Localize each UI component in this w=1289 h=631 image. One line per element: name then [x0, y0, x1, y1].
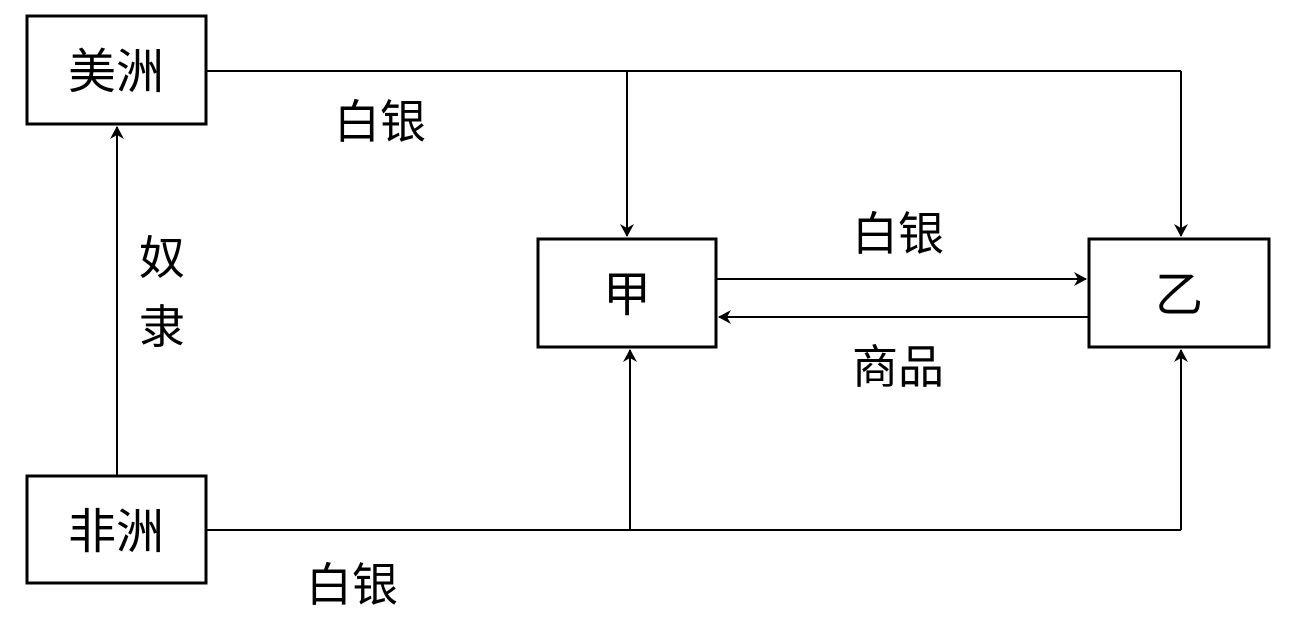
jia-to-yi-label: 白银	[852, 207, 944, 261]
edge-africa-to-americas: 奴 隶	[110, 126, 185, 476]
yi-to-jia-label: 商品	[852, 340, 944, 394]
africa-silver-label: 白银	[306, 558, 398, 612]
node-jia: 甲	[536, 237, 718, 349]
slaves-label-2: 隶	[139, 300, 185, 354]
node-africa-label: 非洲	[68, 504, 164, 560]
slaves-label-1: 奴	[139, 231, 185, 285]
node-yi-label: 乙	[1155, 267, 1203, 323]
edge-jia-yi: 白银 商品	[716, 207, 1089, 394]
node-yi: 乙	[1087, 237, 1271, 349]
node-americas: 美洲	[25, 14, 208, 126]
edge-americas-silver: 白银	[206, 70, 1188, 237]
edge-africa-silver: 白银	[206, 349, 1188, 612]
node-jia-label: 甲	[603, 267, 651, 323]
node-americas-label: 美洲	[68, 44, 164, 100]
node-africa: 非洲	[25, 474, 208, 585]
americas-silver-label: 白银	[334, 95, 426, 149]
